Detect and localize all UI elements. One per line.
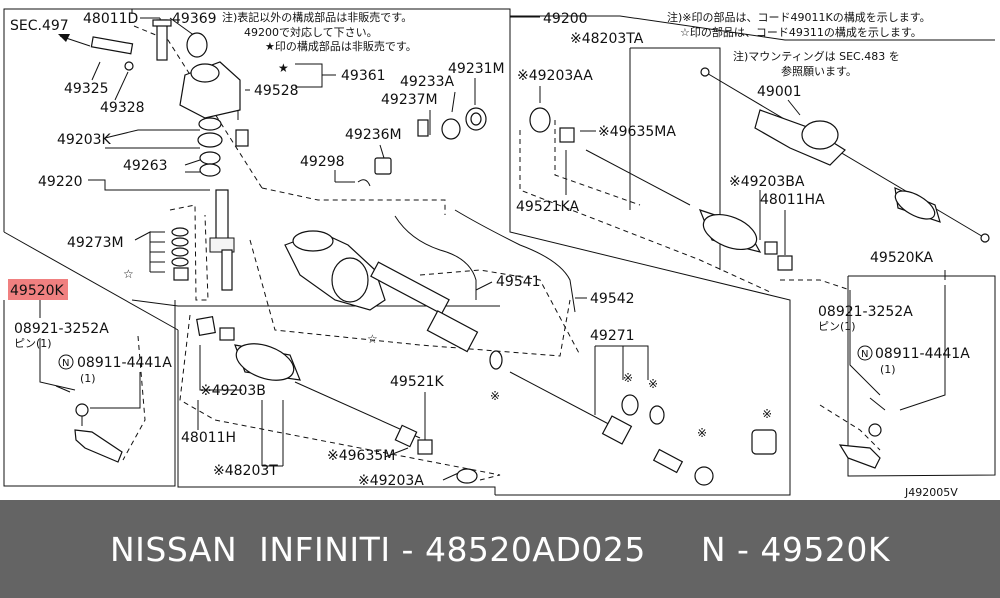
label-08921-3252A-right[interactable]: 08921-3252A xyxy=(818,304,913,320)
label-49520K[interactable]: 49520K xyxy=(10,283,65,299)
star-mark: ☆ xyxy=(123,267,134,281)
rack-pinion-housing-left: ☆ ★ xyxy=(58,19,289,291)
label-49233A[interactable]: 49233A xyxy=(400,74,455,90)
frame-lines xyxy=(3,8,996,496)
dashed-guides xyxy=(122,25,881,481)
label-49203B[interactable]: ※49203B xyxy=(200,383,266,399)
note-right-1: 注)※印の部品は、コード49011Kの構成を示します。 xyxy=(667,10,931,24)
label-49542[interactable]: 49542 xyxy=(590,291,635,307)
n-mark-right-text: N xyxy=(861,349,868,360)
n-mark-left-text: N xyxy=(62,358,69,369)
svg-text:※: ※ xyxy=(490,389,500,403)
label-49203BA[interactable]: ※49203BA xyxy=(729,174,805,190)
label-49298[interactable]: 49298 xyxy=(300,154,345,170)
rack-assembly-center xyxy=(489,350,777,486)
label-pin-right: ピン(1) xyxy=(818,320,856,333)
label-49203AA[interactable]: ※49203AA xyxy=(517,68,593,84)
label-48011D[interactable]: 48011D xyxy=(83,11,138,27)
label-48203TA[interactable]: ※48203TA xyxy=(570,31,644,47)
star-mark-2: ★ xyxy=(278,61,289,75)
label-49263[interactable]: 49263 xyxy=(123,158,168,174)
label-49237M[interactable]: 49237M xyxy=(381,92,438,108)
star-mark-3: ☆ xyxy=(367,332,378,346)
svg-text:※: ※ xyxy=(648,377,658,391)
label-48011H[interactable]: 48011H xyxy=(181,430,236,446)
label-sec497[interactable]: SEC.497 xyxy=(10,18,69,34)
part-info-text: NISSAN INFINITI - 48520AD025 N - 49520K xyxy=(109,529,891,569)
inner-tie-rod-and-boot-left xyxy=(196,316,478,484)
svg-text:※: ※ xyxy=(697,426,707,440)
label-49520KA[interactable]: 49520KA xyxy=(870,250,933,266)
label-49328[interactable]: 49328 xyxy=(100,100,145,116)
label-49203A[interactable]: ※49203A xyxy=(358,473,424,489)
label-48011HA[interactable]: 48011HA xyxy=(760,192,825,208)
label-qty-left: (1) xyxy=(80,372,96,385)
label-qty-right: (1) xyxy=(880,363,896,376)
selected-part-highlight xyxy=(8,279,68,300)
note-center-2: 49200で対応して下さい。 xyxy=(244,25,378,39)
label-49369[interactable]: 49369 xyxy=(172,11,217,27)
steering-gear-body: ☆ xyxy=(284,107,576,353)
note-center-1: 注)表記以外の構成部品は非販売です。 xyxy=(222,10,412,24)
label-49273M[interactable]: 49273M xyxy=(67,235,124,251)
n-mark-left xyxy=(58,354,74,370)
leader-lines xyxy=(39,16,946,481)
label-49203K[interactable]: 49203K xyxy=(57,132,112,148)
label-49325[interactable]: 49325 xyxy=(64,81,109,97)
label-49001[interactable]: 49001 xyxy=(757,84,802,100)
label-49635MA[interactable]: ※49635MA xyxy=(598,124,676,140)
steering-gear-assembly-49001 xyxy=(700,67,990,243)
label-48203T[interactable]: ※48203T xyxy=(213,463,278,479)
label-08911-4441A-right[interactable]: 08911-4441A xyxy=(875,346,970,362)
label-49635M[interactable]: ※49635M xyxy=(327,448,395,464)
label-49521KA[interactable]: 49521KA xyxy=(516,199,579,215)
kome-marks: ※ ※ ※ ※ ※ xyxy=(490,371,772,440)
label-49231M[interactable]: 49231M xyxy=(448,61,505,77)
label-49361[interactable]: 49361 xyxy=(341,68,386,84)
note-right-2: ☆印の部品は、コード49311の構成を示します。 xyxy=(680,25,922,39)
label-49521K[interactable]: 49521K xyxy=(390,374,445,390)
label-08911-4441A-left[interactable]: 08911-4441A xyxy=(77,355,172,371)
label-49528[interactable]: 49528 xyxy=(254,83,299,99)
diagram-code: J492005V xyxy=(904,486,958,499)
label-08921-3252A-left[interactable]: 08921-3252A xyxy=(14,321,109,337)
note-mount-2: 参照願います。 xyxy=(781,64,857,78)
label-49220[interactable]: 49220 xyxy=(38,174,83,190)
tie-rod-and-boot-right-assembly xyxy=(529,107,793,271)
tie-rod-end-left xyxy=(55,385,123,463)
svg-text:※: ※ xyxy=(762,407,772,421)
n-mark-right xyxy=(857,345,873,361)
note-mount-1: 注)マウンティングは SEC.483 を xyxy=(733,49,900,63)
note-center-3: ★印の構成部品は非販売です。 xyxy=(265,39,417,53)
label-pin-left: ピン(1) xyxy=(14,337,52,350)
label-49271[interactable]: 49271 xyxy=(590,328,635,344)
label-49200[interactable]: 49200 xyxy=(543,11,588,27)
steering-gear-exploded-diagram: 注)表記以外の構成部品は非販売です。 49200で対応して下さい。 ★印の構成部… xyxy=(3,8,996,499)
label-49236M[interactable]: 49236M xyxy=(345,127,402,143)
svg-text:※: ※ xyxy=(623,371,633,385)
tie-rod-end-right xyxy=(838,397,886,469)
part-info-footer: NISSAN INFINITI - 48520AD025 N - 49520K xyxy=(0,500,1000,598)
label-49541[interactable]: 49541 xyxy=(496,274,541,290)
